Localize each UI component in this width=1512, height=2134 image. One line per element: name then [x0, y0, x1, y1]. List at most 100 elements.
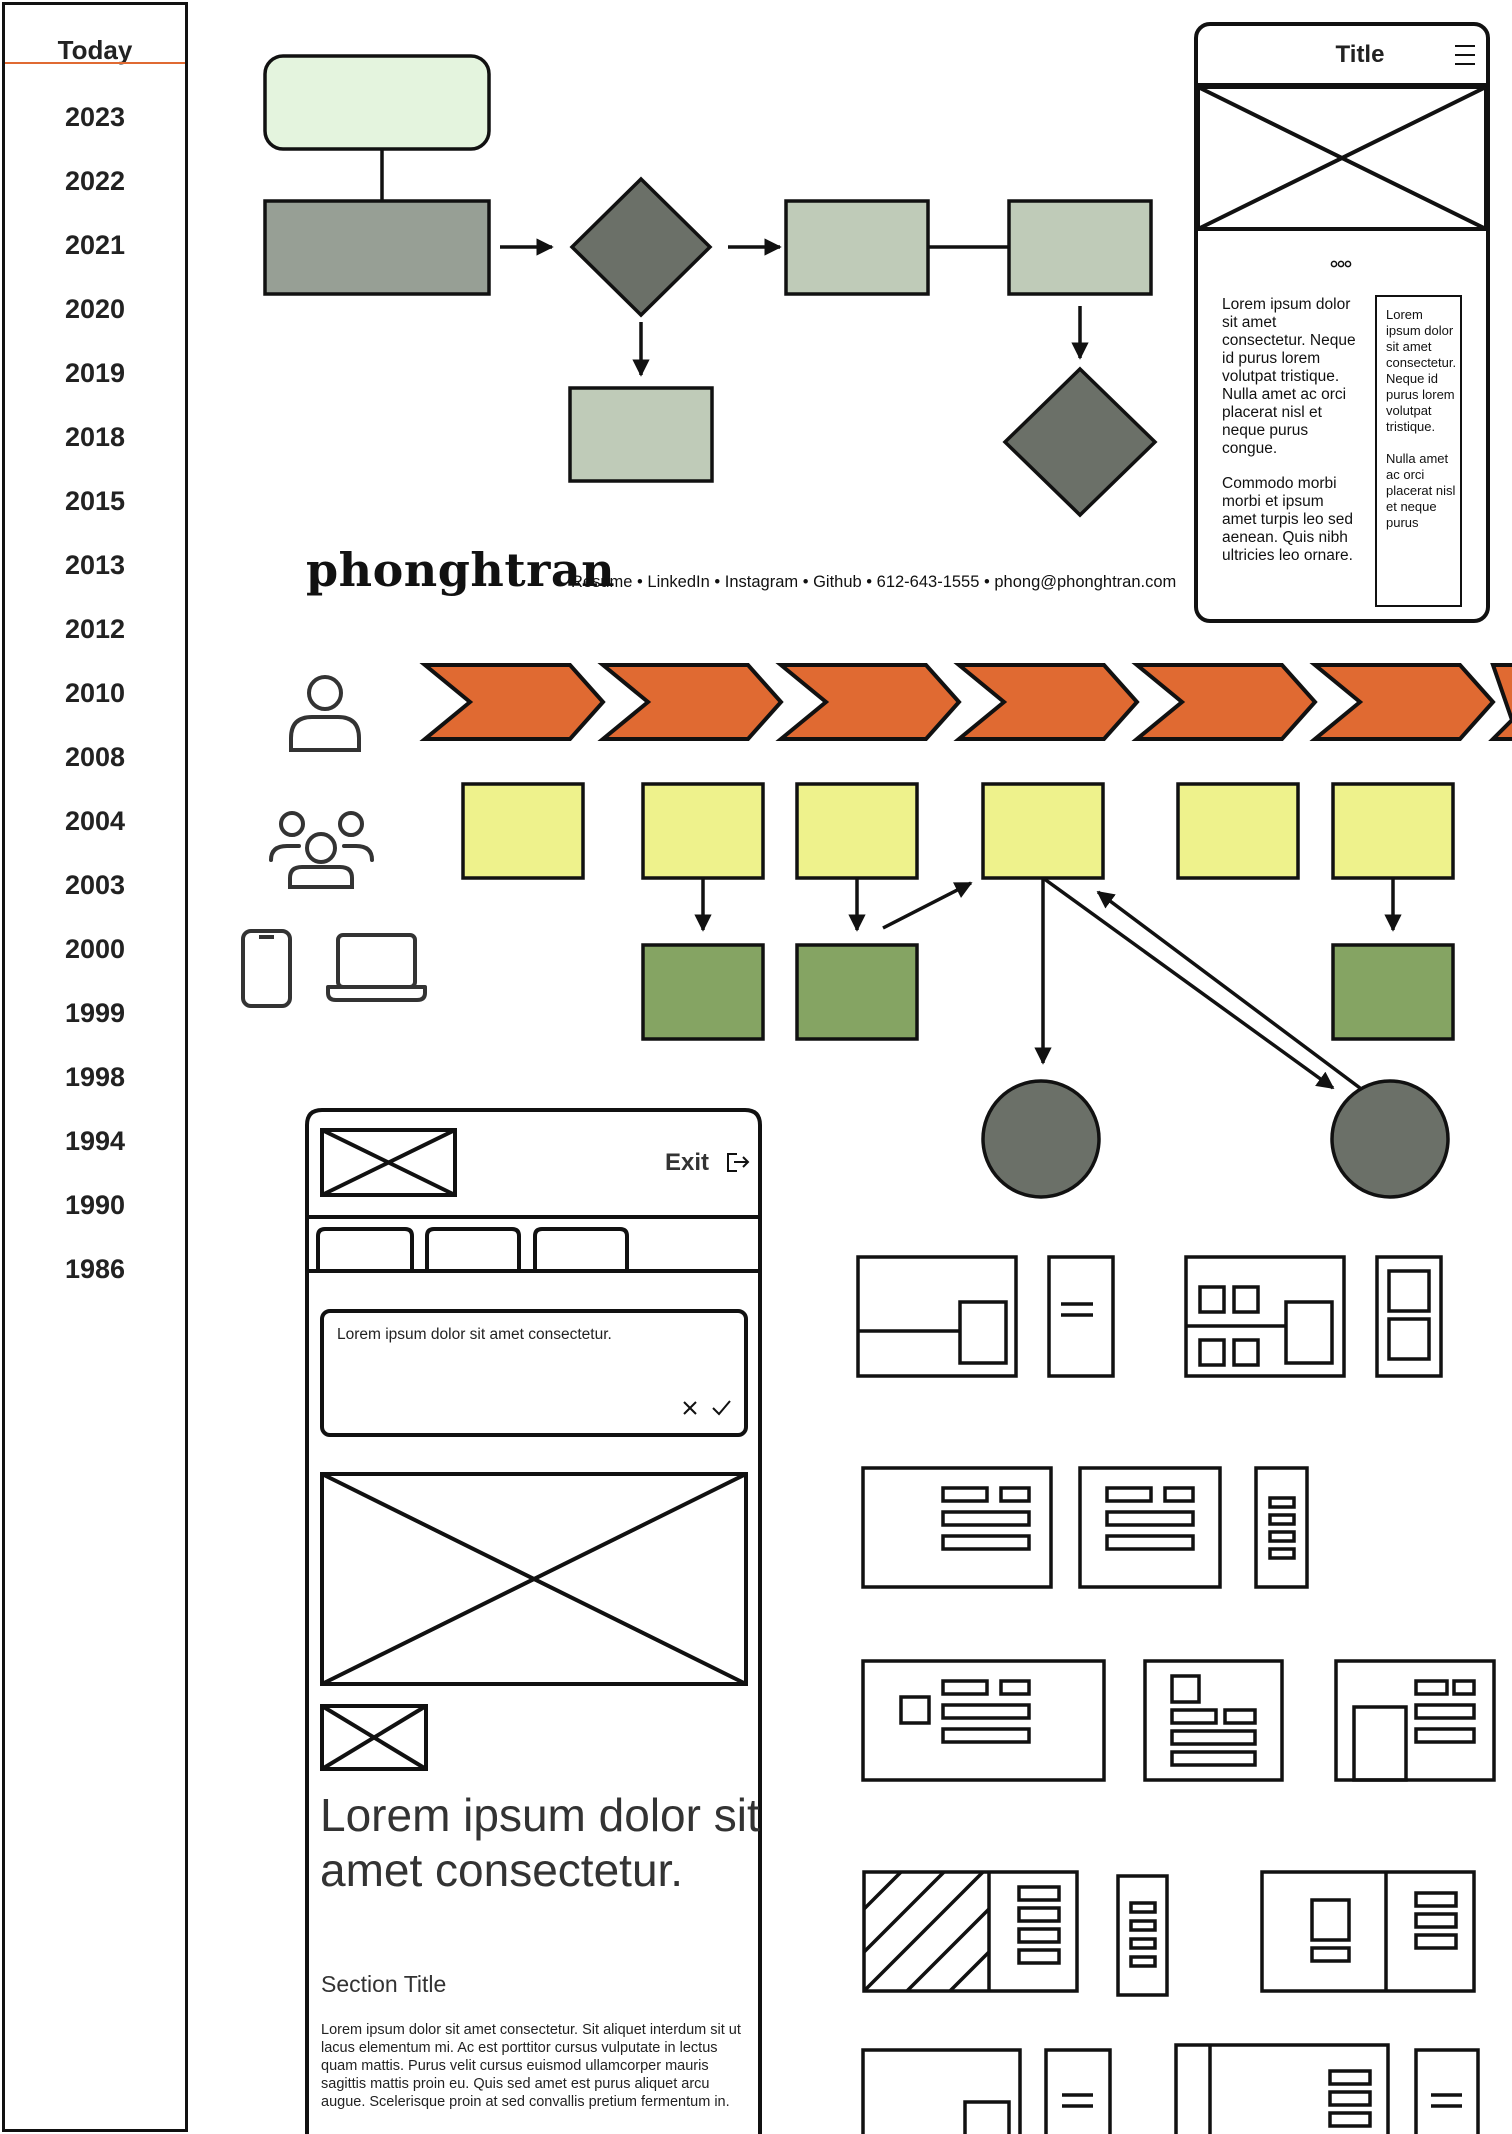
note-node — [1331, 782, 1455, 880]
layout-thumbnail — [1044, 2048, 1112, 2134]
user-icon — [289, 675, 361, 752]
chevron-step — [419, 663, 606, 741]
year-sidebar: Today 2023 2022 2021 2020 2019 2018 2015… — [2, 2, 188, 2132]
logo-placeholder — [320, 1128, 457, 1197]
text-field[interactable] — [320, 1309, 748, 1437]
layout-thumbnail — [861, 2048, 1022, 2134]
result-node — [1331, 943, 1455, 1041]
decision-node — [569, 176, 713, 318]
layout-thumbnail — [861, 1659, 1106, 1782]
image-placeholder — [320, 1472, 748, 1686]
sidebar-year-item[interactable]: 2018 — [64, 422, 126, 452]
sidebar-year-item[interactable]: 2020 — [64, 294, 126, 324]
exit-icon[interactable] — [727, 1153, 750, 1172]
sidebar-year-item[interactable]: 2015 — [64, 486, 126, 516]
link-separator: • — [709, 573, 725, 591]
layout-thumbnail — [1047, 1255, 1115, 1378]
phone-icon — [241, 929, 292, 1008]
process-node — [568, 386, 714, 483]
menu-icon[interactable] — [1455, 45, 1475, 65]
phone-link[interactable]: 612-643-1555 — [876, 573, 980, 591]
thumbnail-placeholder — [320, 1704, 428, 1771]
layout-thumbnail — [1254, 1466, 1309, 1589]
link-separator: • — [861, 573, 877, 591]
contact-links: Resume • LinkedIn • Instagram • Github •… — [571, 573, 1176, 592]
layout-thumbnail — [1143, 1659, 1284, 1782]
tab-placeholder[interactable] — [316, 1227, 414, 1271]
sidebar-year-item[interactable]: 1994 — [64, 1126, 126, 1156]
mobile-body-text: Lorem ipsum dolor sit amet consectetur. … — [1222, 296, 1356, 457]
today-underline — [5, 62, 185, 64]
mobile-side-text-2: Nulla amet ac orci placerat nisl et nequ… — [1386, 451, 1456, 530]
check-icon[interactable] — [712, 1400, 731, 1416]
sidebar-year-item[interactable]: 2008 — [64, 742, 126, 772]
exit-button[interactable]: Exit — [665, 1149, 710, 1176]
mobile-side-text-1: Lorem ipsum dolor sit amet consectetur. … — [1386, 307, 1457, 434]
app-wireframe — [305, 1108, 762, 2134]
section-title: Section Title — [321, 1971, 447, 1997]
github-link[interactable]: Github — [813, 573, 862, 591]
sidebar-year-item[interactable]: 2021 — [64, 230, 126, 260]
layout-thumbnail — [856, 1255, 1018, 1378]
terminal-node — [263, 54, 491, 151]
brand-logo[interactable]: phonghtran — [306, 543, 616, 597]
sidebar-year-item[interactable]: 1999 — [64, 998, 126, 1028]
carousel-dots — [1330, 260, 1352, 268]
chevron-step — [953, 663, 1140, 741]
linkedin-link[interactable]: LinkedIn — [647, 573, 710, 591]
sidebar-year-item[interactable]: 2023 — [64, 102, 126, 132]
field-value: Lorem ipsum dolor sit amet consectetur. — [337, 1326, 612, 1343]
chevron-step — [775, 663, 962, 741]
tab-placeholder[interactable] — [533, 1227, 629, 1271]
sidebar-year-item[interactable]: 2022 — [64, 166, 126, 196]
chevron-step — [1131, 663, 1318, 741]
sidebar-year-item[interactable]: 1986 — [64, 1254, 126, 1284]
body-text: Lorem ipsum dolor sit amet consectetur. … — [321, 2022, 741, 2110]
mobile-wireframe — [1194, 22, 1490, 623]
sidebar-year-item[interactable]: 2000 — [64, 934, 126, 964]
chevron-step — [597, 663, 784, 741]
resume-link[interactable]: Resume — [571, 573, 633, 591]
mobile-title: Title — [1335, 41, 1385, 68]
sidebar-year-item[interactable]: 2003 — [64, 870, 126, 900]
chevron-step — [1488, 663, 1512, 741]
layout-thumbnail — [862, 1870, 1079, 1993]
sidebar-year-item[interactable]: 2010 — [64, 678, 126, 708]
layout-thumbnail — [1375, 1255, 1443, 1378]
layout-thumbnail — [1334, 1659, 1496, 1782]
sidebar-year-item[interactable]: 2013 — [64, 550, 126, 580]
layout-thumbnail — [1116, 1874, 1169, 1997]
link-separator: • — [979, 573, 995, 591]
image-placeholder — [1196, 85, 1488, 231]
sidebar-year-item[interactable]: 2012 — [64, 614, 126, 644]
mobile-body-text-secondary: Commodo morbi morbi et ipsum amet turpis… — [1222, 475, 1353, 564]
endpoint-node — [981, 1079, 1101, 1199]
chevron-process-row — [419, 663, 1512, 741]
sidebar-year-item[interactable]: 1990 — [64, 1190, 126, 1220]
result-node — [795, 943, 919, 1041]
group-icon — [269, 811, 374, 889]
layout-thumbnails — [856, 1255, 1496, 2134]
laptop-icon — [326, 933, 427, 1002]
sidebar-today[interactable]: Today — [57, 35, 133, 65]
process-node — [263, 199, 491, 296]
sidebar-year-item[interactable]: 1998 — [64, 1062, 126, 1092]
tab-placeholder[interactable] — [425, 1227, 521, 1271]
decision-node — [1002, 366, 1158, 518]
layout-thumbnail — [1174, 2043, 1390, 2134]
endpoint-node — [1330, 1079, 1450, 1199]
note-node — [1176, 782, 1300, 880]
process-node — [1007, 199, 1153, 296]
email-link[interactable]: phong@phonghtran.com — [994, 573, 1177, 591]
instagram-link[interactable]: Instagram — [724, 573, 799, 591]
sidebar-year-item[interactable]: 2019 — [64, 358, 126, 388]
close-icon[interactable] — [683, 1401, 697, 1415]
link-separator: • — [632, 573, 648, 591]
layout-thumbnail — [1078, 1466, 1222, 1589]
sidebar-year-item[interactable]: 2004 — [64, 806, 126, 836]
process-node — [784, 199, 930, 296]
result-node — [641, 943, 765, 1041]
layout-thumbnail — [1414, 2048, 1480, 2134]
mobile-side-text: Lorem ipsum dolor sit amet consectetur. … — [1386, 307, 1461, 531]
